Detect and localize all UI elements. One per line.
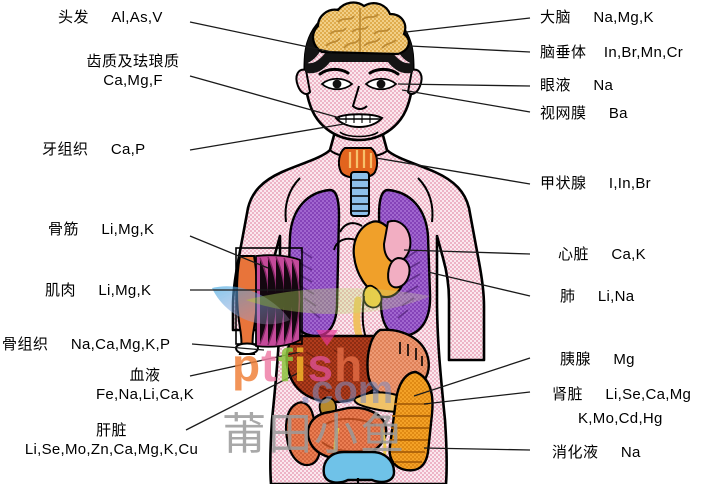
decorative-ribbon [212, 286, 430, 346]
leader-brain [405, 17, 531, 33]
leader-blood [189, 351, 301, 377]
label-liver: 肝脏 Li,Se,Mo,Zn,Ca,Mg,K,Cu [4, 421, 219, 459]
label-digestive-fluid: 消化液 Na [552, 443, 641, 462]
label-pituitary-organ: 脑垂体 [540, 44, 587, 61]
leader-retina [401, 89, 531, 113]
trachea-organ [350, 171, 370, 217]
label-bone-organ: 骨组织 [2, 336, 49, 353]
label-retina-organ: 视网膜 [540, 105, 587, 122]
label-tendon-organ: 骨筋 [48, 221, 80, 238]
label-lung-organ: 肺 [560, 288, 576, 305]
leader-pituitary [409, 45, 531, 53]
label-enamel-elements: Ca,Mg,F [103, 72, 163, 89]
leader-tooth [189, 123, 345, 151]
label-bone-elements: Na,Ca,Mg,K,P [70, 336, 171, 353]
leader-bone [191, 343, 265, 351]
label-pancreas: 胰腺 Mg [560, 350, 635, 369]
label-liver-elements: Li,Se,Mo,Zn,Ca,Mg,K,Cu [24, 441, 199, 458]
label-kidney-organ: 肾脏 [552, 386, 584, 403]
label-tooth-tissue: 牙组织 Ca,P [42, 140, 145, 159]
label-kidney: 肾脏 Li,Se,Ca,Mg [552, 385, 691, 404]
label-pancreas-organ: 胰腺 [560, 351, 592, 368]
label-eye-fluid: 眼液 Na [540, 76, 613, 95]
label-tooth-organ: 牙组织 [42, 141, 89, 158]
label-hair-elements: Al,As,V [111, 9, 163, 26]
label-pituitary-elements: In,Br,Mn,Cr [603, 44, 684, 61]
label-heart: 心脏 Ca,K [558, 245, 646, 264]
label-muscle: 肌肉 Li,Mg,K [45, 281, 151, 300]
eye-region [320, 77, 398, 91]
label-enamel-organ: 齿质及珐琅质 [86, 53, 180, 70]
leader-enamel [189, 75, 341, 119]
head [295, 1, 423, 142]
label-bone-tissue: 骨组织 Na,Ca,Mg,K,P [2, 335, 170, 354]
label-enamel: 齿质及珐琅质 Ca,Mg,F [48, 52, 218, 90]
leader-digestive [423, 447, 531, 451]
label-tendon-elements: Li,Mg,K [101, 221, 155, 238]
label-heart-elements: Ca,K [611, 246, 646, 263]
leader-lung [427, 271, 531, 297]
leader-eye [397, 83, 531, 87]
label-heart-organ: 心脏 [558, 246, 590, 263]
leader-thyroid [375, 157, 531, 185]
leader-pancreas [413, 357, 531, 397]
label-thyroid: 甲状腺 I,In,Br [540, 174, 651, 193]
label-digestive-elements: Na [620, 444, 641, 461]
label-retina-elements: Ba [608, 105, 628, 122]
label-thyroid-organ: 甲状腺 [540, 175, 587, 192]
label-liver-organ: 肝脏 [95, 422, 127, 439]
mouth-teeth [334, 113, 384, 128]
label-brain-organ: 大脑 [540, 9, 572, 26]
label-kidney-line2: K,Mo,Cd,Hg [578, 409, 663, 428]
label-tooth-elements: Ca,P [110, 141, 146, 158]
label-blood-organ: 血液 [129, 367, 161, 384]
label-tendon: 骨筋 Li,Mg,K [48, 220, 154, 239]
leader-heart [403, 249, 531, 255]
brain-organ [312, 1, 410, 56]
label-eye-organ: 眼液 [540, 77, 572, 94]
label-pancreas-elements: Mg [613, 351, 635, 368]
label-pituitary: 脑垂体 In,Br,Mn,Cr [540, 43, 683, 62]
label-lung: 肺 Li,Na [560, 287, 634, 306]
leader-kidney [423, 391, 531, 405]
label-brain: 大脑 Na,Mg,K [540, 8, 654, 27]
label-blood-elements: Fe,Na,Li,Ca,K [95, 386, 195, 403]
leader-hair [189, 21, 333, 53]
label-hair: 头发 Al,As,V [58, 8, 163, 27]
label-eye-elements: Na [593, 77, 614, 94]
leader-liver [185, 371, 301, 431]
label-hair-organ: 头发 [58, 9, 90, 26]
leader-tendon [189, 235, 269, 269]
label-muscle-organ: 肌肉 [45, 282, 77, 299]
label-kidney-elements-line2: K,Mo,Cd,Hg [578, 410, 663, 427]
label-lung-elements: Li,Na [597, 288, 635, 305]
bladder-organ [322, 427, 396, 484]
label-blood: 血液 Fe,Na,Li,Ca,K [70, 366, 220, 404]
label-brain-elements: Na,Mg,K [593, 9, 654, 26]
label-thyroid-elements: I,In,Br [608, 175, 651, 192]
colon-organ [285, 370, 434, 472]
ribcage [284, 177, 434, 223]
label-kidney-elements: Li,Se,Ca,Mg [605, 386, 692, 403]
label-muscle-elements: Li,Mg,K [98, 282, 152, 299]
label-retina: 视网膜 Ba [540, 104, 628, 123]
label-digestive-organ: 消化液 [552, 444, 599, 461]
